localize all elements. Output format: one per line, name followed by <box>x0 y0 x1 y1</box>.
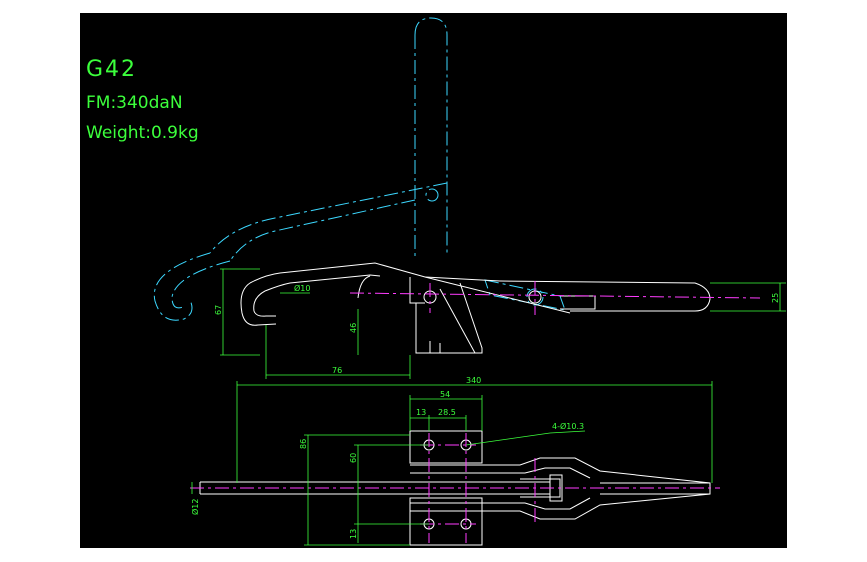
dim-overall-length: 340 <box>466 376 481 385</box>
dim-hole-offset: 13 <box>416 408 426 417</box>
clamp-drawing: 67 46 76 Ø10 25 <box>153 17 786 546</box>
model-label: G42 <box>86 57 138 82</box>
cad-viewport[interactable]: G42 FM:340daN Weight:0.9kg <box>80 13 787 548</box>
dim-hook-height: 67 <box>214 305 223 315</box>
weight-label: Weight:0.9kg <box>86 123 199 143</box>
dim-hole-pitch: 28.5 <box>438 408 456 417</box>
holding-force-label: FM:340daN <box>86 93 183 113</box>
side-centerlines <box>349 281 761 315</box>
dim-base-width: 54 <box>440 390 450 399</box>
top-dimensions <box>191 381 713 546</box>
dim-hook-diameter: Ø10 <box>294 283 310 293</box>
dim-hole-spacing: 60 <box>349 453 358 463</box>
side-dimensions <box>220 268 786 379</box>
closed-position-outline <box>240 262 711 354</box>
dim-mount-holes: 4-Ø10.3 <box>552 421 584 431</box>
side-dimension-labels: 67 46 76 Ø10 25 <box>214 283 780 375</box>
dim-hole-edge: 13 <box>349 529 358 539</box>
top-dimension-labels: 340 54 13 28.5 4-Ø10.3 86 60 13 Ø12 <box>190 376 584 539</box>
open-position-outline <box>153 17 566 321</box>
dim-hook-offset: 46 <box>349 323 358 333</box>
dim-base-height: 86 <box>299 439 308 449</box>
dim-handle-height: 25 <box>771 293 780 303</box>
dim-rod-diameter: Ø12 <box>190 499 200 515</box>
top-centerlines <box>190 433 720 543</box>
dim-hook-reach: 76 <box>332 366 342 375</box>
